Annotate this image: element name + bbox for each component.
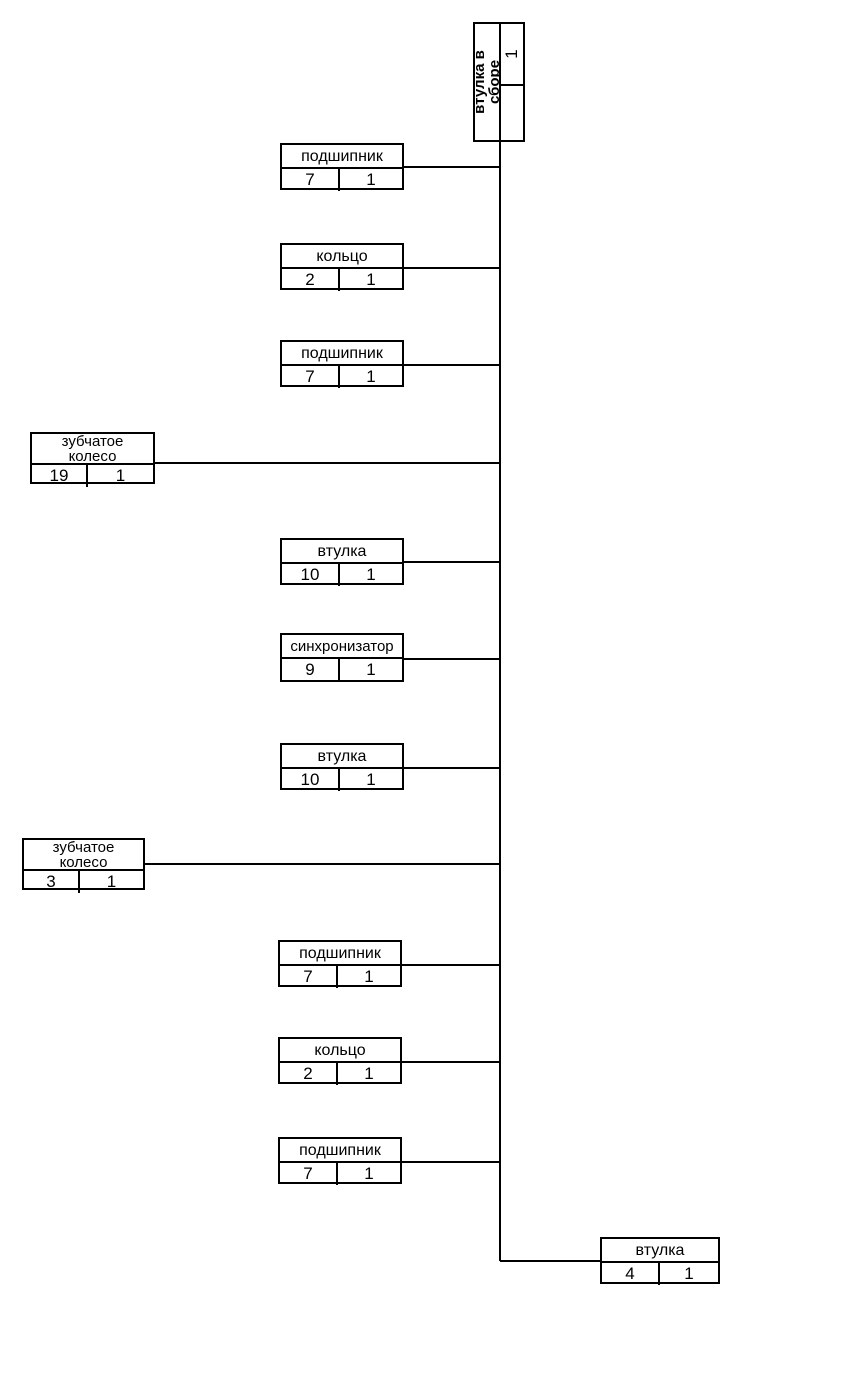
node-n1-quantity: 1: [366, 170, 376, 189]
node-root-title: втулка в сборе: [475, 24, 501, 140]
node-n9-row: 7 1: [280, 966, 400, 988]
node-n7-quantity: 1: [366, 770, 376, 789]
node-n3[interactable]: подшипник 7 1: [280, 340, 404, 388]
node-n7[interactable]: втулка 10 1: [280, 743, 404, 791]
node-n8-quantity: 1: [106, 872, 117, 891]
node-n4-code: 19: [32, 465, 88, 487]
node-n1-title: подшипник: [282, 145, 402, 169]
node-n12-quantity: 1: [684, 1264, 694, 1283]
node-n6[interactable]: синхронизатор 9 1: [280, 633, 404, 682]
node-n11[interactable]: подшипник 7 1: [278, 1137, 402, 1185]
node-n4-title: зубчатое колесо: [32, 434, 153, 465]
node-n2[interactable]: кольцо 2 1: [280, 243, 404, 291]
node-root-empty-cell: [501, 86, 523, 140]
node-n3-quantity: 1: [366, 367, 376, 386]
node-n4-quantity: 1: [115, 466, 126, 485]
node-n6-row: 9 1: [282, 659, 402, 681]
node-n7-title: втулка: [282, 745, 402, 769]
node-n10-code: 2: [280, 1063, 338, 1085]
node-n9-quantity: 1: [364, 967, 374, 986]
node-n2-title: кольцо: [282, 245, 402, 269]
node-n8-row: 3 1: [24, 871, 143, 893]
node-n5-title: втулка: [282, 540, 402, 564]
node-root-quantity-text: 1: [502, 49, 521, 59]
node-n1-row: 7 1: [282, 169, 402, 191]
node-n1[interactable]: подшипник 7 1: [280, 143, 404, 191]
node-n6-title: синхронизатор: [282, 635, 402, 659]
node-n9-code: 7: [280, 966, 338, 988]
node-n12[interactable]: втулка 4 1: [600, 1237, 720, 1285]
node-n5-code: 10: [282, 564, 340, 586]
node-n11-code: 7: [280, 1163, 338, 1185]
node-n10-row: 2 1: [280, 1063, 400, 1085]
node-root-title-text: втулка в сборе: [475, 50, 501, 114]
node-n2-row: 2 1: [282, 269, 402, 291]
node-n12-code: 4: [602, 1263, 660, 1285]
node-n1-code: 7: [282, 169, 340, 191]
node-n6-quantity: 1: [366, 660, 376, 679]
node-n8-title: зубчатое колесо: [24, 840, 143, 871]
node-n12-row: 4 1: [602, 1263, 718, 1285]
node-n9-title: подшипник: [280, 942, 400, 966]
node-root-quantity: 1: [501, 24, 523, 86]
node-n8-code: 3: [24, 871, 80, 893]
node-n5[interactable]: втулка 10 1: [280, 538, 404, 586]
node-n10[interactable]: кольцо 2 1: [278, 1037, 402, 1085]
node-n5-row: 10 1: [282, 564, 402, 586]
node-root-right: 1: [501, 24, 523, 140]
node-n4[interactable]: зубчатое колесо 19 1: [30, 432, 155, 487]
node-n7-row: 10 1: [282, 769, 402, 791]
node-n5-quantity: 1: [366, 565, 376, 584]
node-n10-quantity: 1: [364, 1064, 374, 1083]
node-n8[interactable]: зубчатое колесо 3 1: [22, 838, 145, 893]
node-n11-quantity: 1: [364, 1164, 374, 1183]
node-n6-code: 9: [282, 659, 340, 681]
node-n12-title: втулка: [602, 1239, 718, 1263]
node-n2-quantity: 1: [366, 270, 376, 289]
node-n4-row: 19 1: [32, 465, 153, 487]
node-n10-title: кольцо: [280, 1039, 400, 1063]
node-n2-code: 2: [282, 269, 340, 291]
node-n11-title: подшипник: [280, 1139, 400, 1163]
node-n11-row: 7 1: [280, 1163, 400, 1185]
node-n3-title: подшипник: [282, 342, 402, 366]
node-n9[interactable]: подшипник 7 1: [278, 940, 402, 988]
node-root[interactable]: втулка в сборе 1: [473, 22, 525, 142]
node-n3-row: 7 1: [282, 366, 402, 388]
node-n3-code: 7: [282, 366, 340, 388]
node-n7-code: 10: [282, 769, 340, 791]
